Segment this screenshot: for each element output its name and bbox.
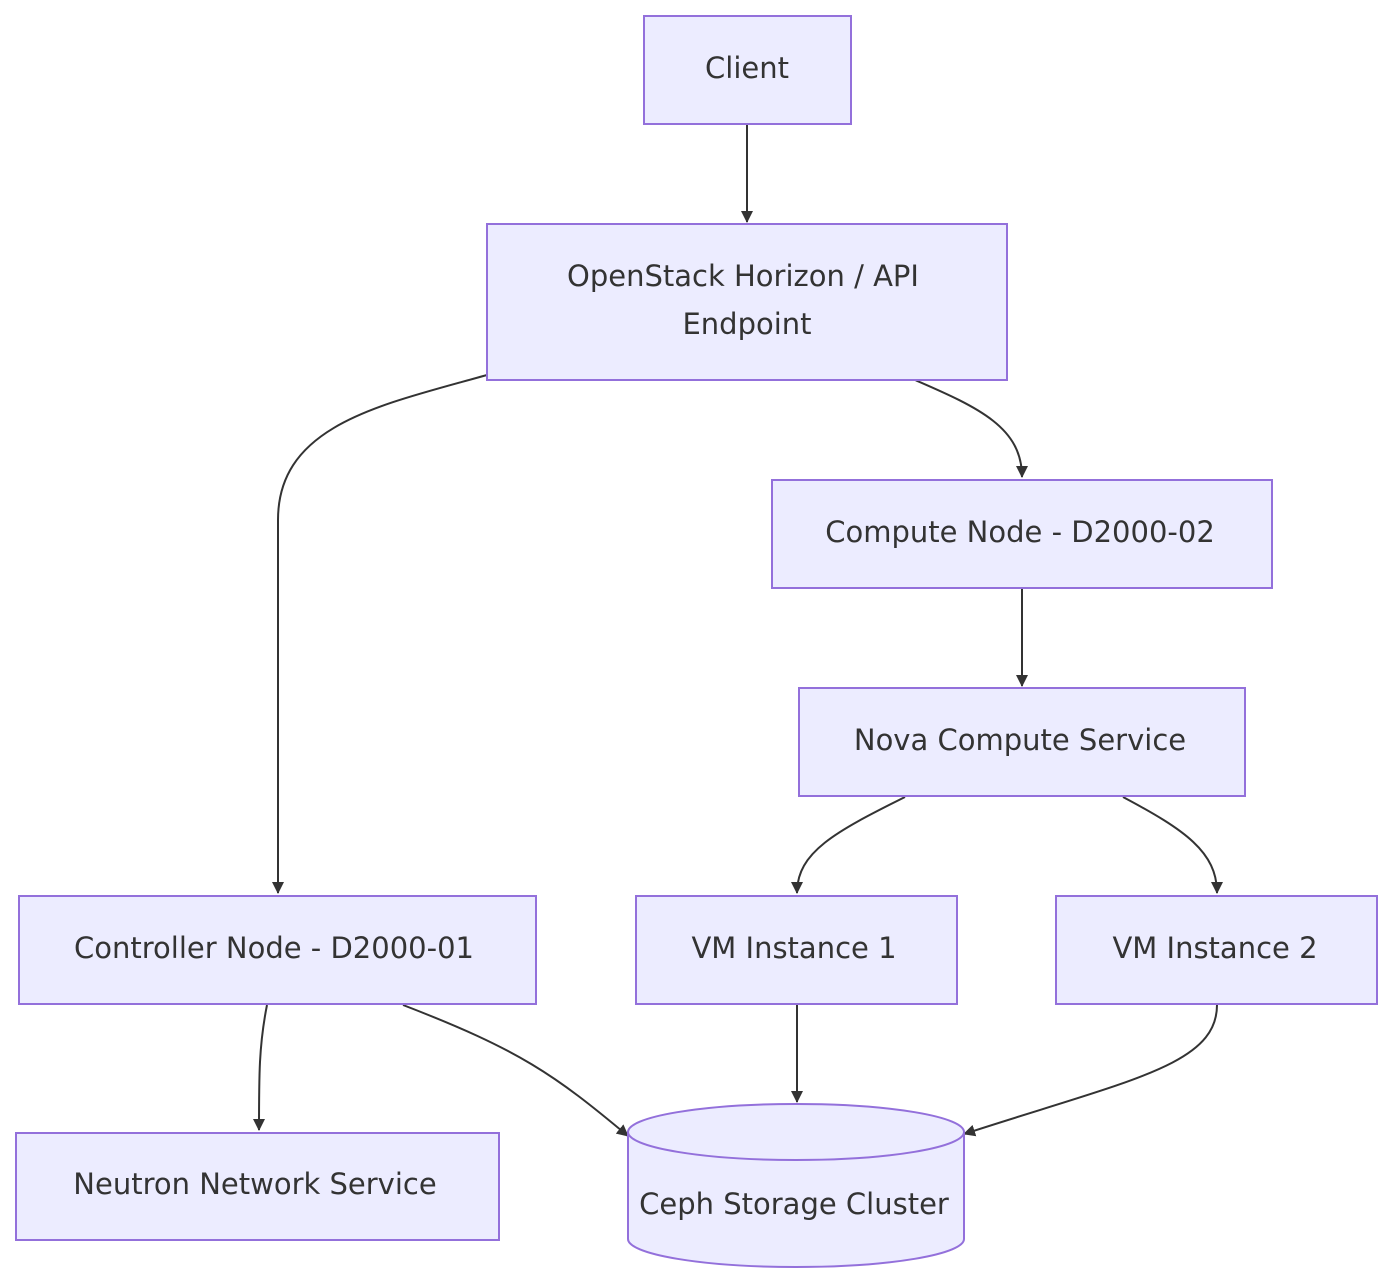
node-vm-instance-2: VM Instance 2	[1055, 895, 1378, 1005]
node-neutron: Neutron Network Service	[15, 1132, 500, 1241]
node-client-label: Client	[705, 51, 789, 85]
node-nova-label: Nova Compute Service	[854, 723, 1186, 757]
edge-nova-to-vm1	[791, 796, 906, 894]
node-vm-instance-1: VM Instance 1	[635, 895, 958, 1005]
edge-controller-to-neutron	[253, 1004, 268, 1131]
node-compute: Compute Node - D2000-02	[771, 479, 1273, 589]
node-vm-instance-1-label: VM Instance 1	[691, 931, 896, 965]
node-api-endpoint-label-line1: OpenStack Horizon / API	[567, 259, 919, 293]
edge-controller-to-ceph	[402, 1004, 629, 1137]
edge-api-to-compute	[914, 379, 1028, 478]
node-controller-label: Controller Node - D2000-01	[74, 931, 474, 965]
edge-vm2-to-ceph	[963, 1004, 1218, 1137]
node-controller: Controller Node - D2000-01	[18, 895, 537, 1005]
node-nova: Nova Compute Service	[798, 687, 1246, 797]
node-client: Client	[643, 15, 852, 125]
node-ceph-label: Ceph Storage Cluster	[639, 1187, 949, 1221]
node-compute-label: Compute Node - D2000-02	[825, 515, 1215, 549]
node-api-endpoint-label-line2: Endpoint	[682, 307, 811, 341]
edge-nova-to-vm2	[1122, 796, 1223, 894]
node-neutron-label: Neutron Network Service	[73, 1167, 436, 1201]
edge-api-to-controller	[272, 374, 488, 894]
node-ceph-cylinder: Ceph Storage Cluster	[627, 1103, 965, 1268]
node-api-endpoint: OpenStack Horizon / API Endpoint	[486, 223, 1008, 381]
edges	[253, 125, 1223, 1137]
node-vm-instance-2-label: VM Instance 2	[1112, 931, 1317, 965]
database-icon	[627, 1103, 965, 1268]
